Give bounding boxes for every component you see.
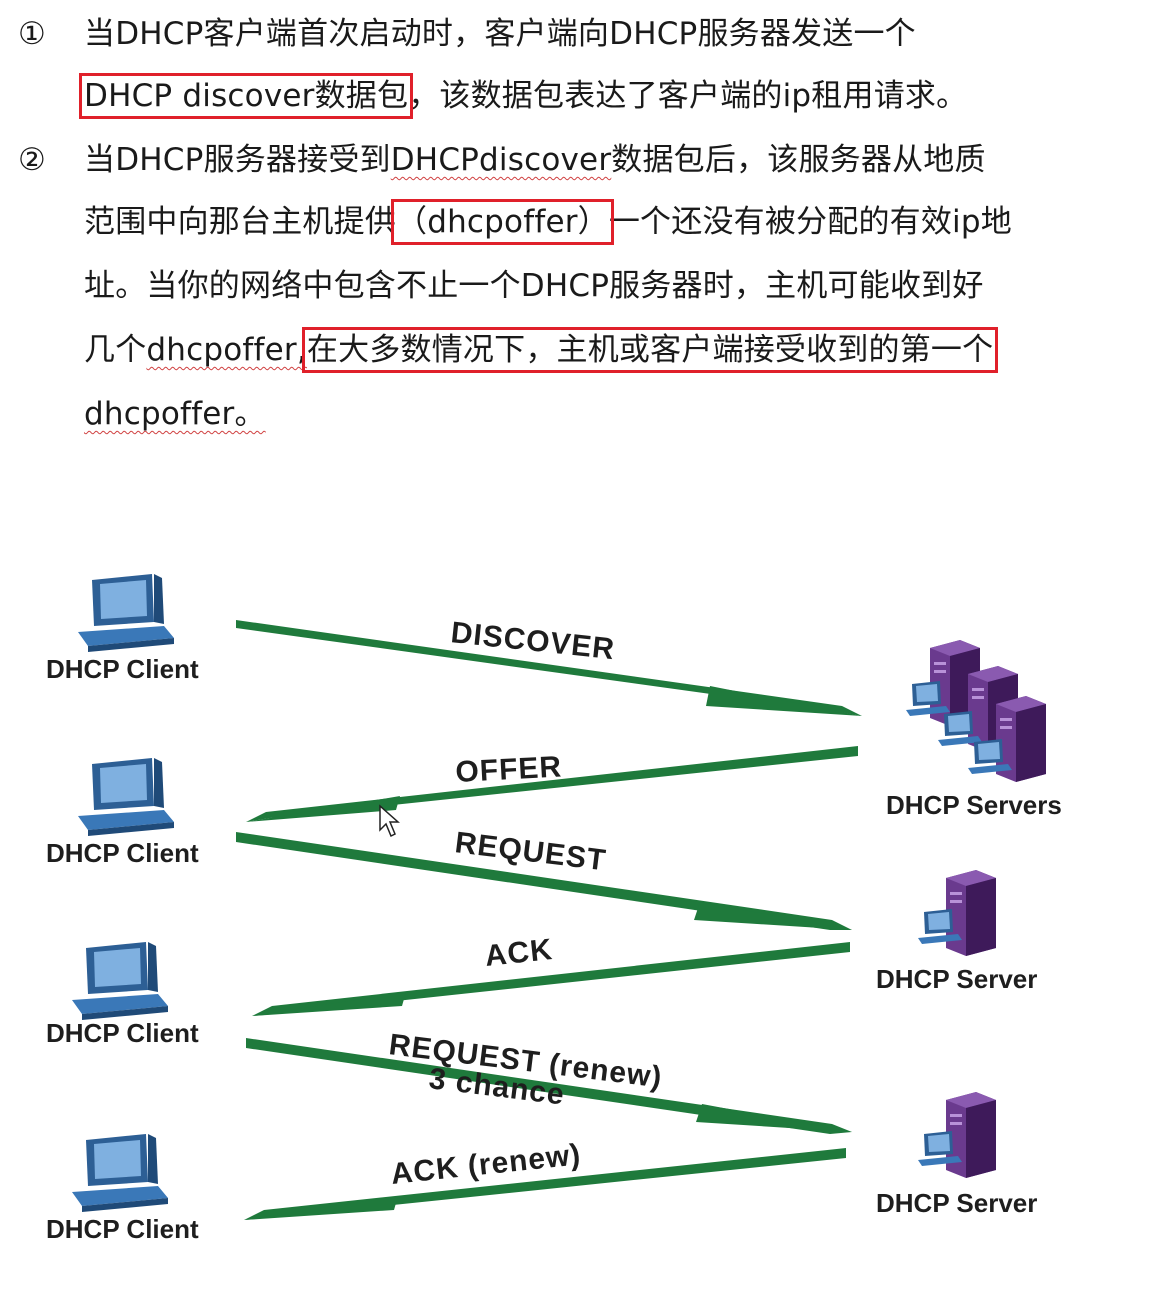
item-1-line-2-rest: ，该数据包表达了客户端的ip租用请求。 <box>408 78 967 114</box>
item-1-marker: ① <box>18 14 46 54</box>
item-2-line-1: 当DHCP服务器接受到DHCPdiscover数据包后，该服务器从地质 <box>84 140 986 180</box>
item-2-line-4-a: 几个 <box>84 332 146 368</box>
server-icon <box>946 1092 996 1178</box>
server-label-1: DHCP Servers <box>886 790 1062 820</box>
item-2-line-5-text: dhcpoffer。 <box>84 396 266 432</box>
server-cluster-icon <box>906 640 1046 782</box>
item-1-line-1: 当DHCP客户端首次启动时，客户端向DHCP服务器发送一个 <box>84 14 916 54</box>
arrow-request-head <box>694 902 852 930</box>
item-2-line-2-a: 范围中向那台主机提供 <box>84 204 396 240</box>
server-label-3: DHCP Server <box>876 1188 1037 1218</box>
message-offer: OFFER <box>455 750 563 789</box>
item-2-line-3-text: 址。当你的网络中包含不止一个DHCP服务器时，主机可能收到好 <box>84 268 984 304</box>
arrow-request-renew-head <box>696 1104 852 1132</box>
client-computer-icon <box>72 1134 168 1212</box>
item-2-marker: ② <box>18 140 46 180</box>
highlight-dhcpoffer: （dhcpoffer） <box>396 204 609 240</box>
message-arrows <box>236 620 862 1220</box>
item-2-line-1-a: 当DHCP服务器接受到 <box>84 142 391 178</box>
client-label-2: DHCP Client <box>46 838 199 868</box>
client-computer-icon <box>72 942 168 1020</box>
item-2-line-1-c: 数据包后，该服务器从地质 <box>611 142 985 178</box>
item-1-line-2: DHCP discover数据包，该数据包表达了客户端的ip租用请求。 <box>84 76 967 116</box>
arrow-discover-head <box>706 686 862 716</box>
client-label-3: DHCP Client <box>46 1018 199 1048</box>
item-2-line-3: 址。当你的网络中包含不止一个DHCP服务器时，主机可能收到好 <box>84 266 984 306</box>
item-2-line-5: dhcpoffer。 <box>84 394 266 434</box>
item-2-line-1-b: DHCPdiscover <box>391 142 612 178</box>
item-1-line-1-text: 当DHCP客户端首次启动时，客户端向DHCP服务器发送一个 <box>84 16 916 52</box>
item-2-line-4: 几个dhcpoffer,在大多数情况下，主机或客户端接受收到的第一个 <box>84 330 993 370</box>
message-ack: ACK <box>483 933 554 973</box>
client-label-1: DHCP Client <box>46 654 199 684</box>
highlight-dhcp-discover: DHCP discover数据包 <box>84 78 408 114</box>
highlight-first-offer: 在大多数情况下，主机或客户端接受收到的第一个 <box>307 332 993 368</box>
item-2-line-2: 范围中向那台主机提供（dhcpoffer）一个还没有被分配的有效ip地 <box>84 202 1012 242</box>
client-computer-icon <box>78 574 174 652</box>
client-computer-icon <box>78 758 174 836</box>
dhcp-exchange-diagram: DHCP Client DHCP Client DHCP Client DHCP… <box>0 540 1172 1280</box>
server-icon <box>946 870 996 956</box>
client-label-4: DHCP Client <box>46 1214 199 1244</box>
item-2-line-2-c: 一个还没有被分配的有效ip地 <box>609 204 1012 240</box>
server-label-2: DHCP Server <box>876 964 1037 994</box>
item-2-line-4-b: dhcpoffer, <box>146 332 307 368</box>
